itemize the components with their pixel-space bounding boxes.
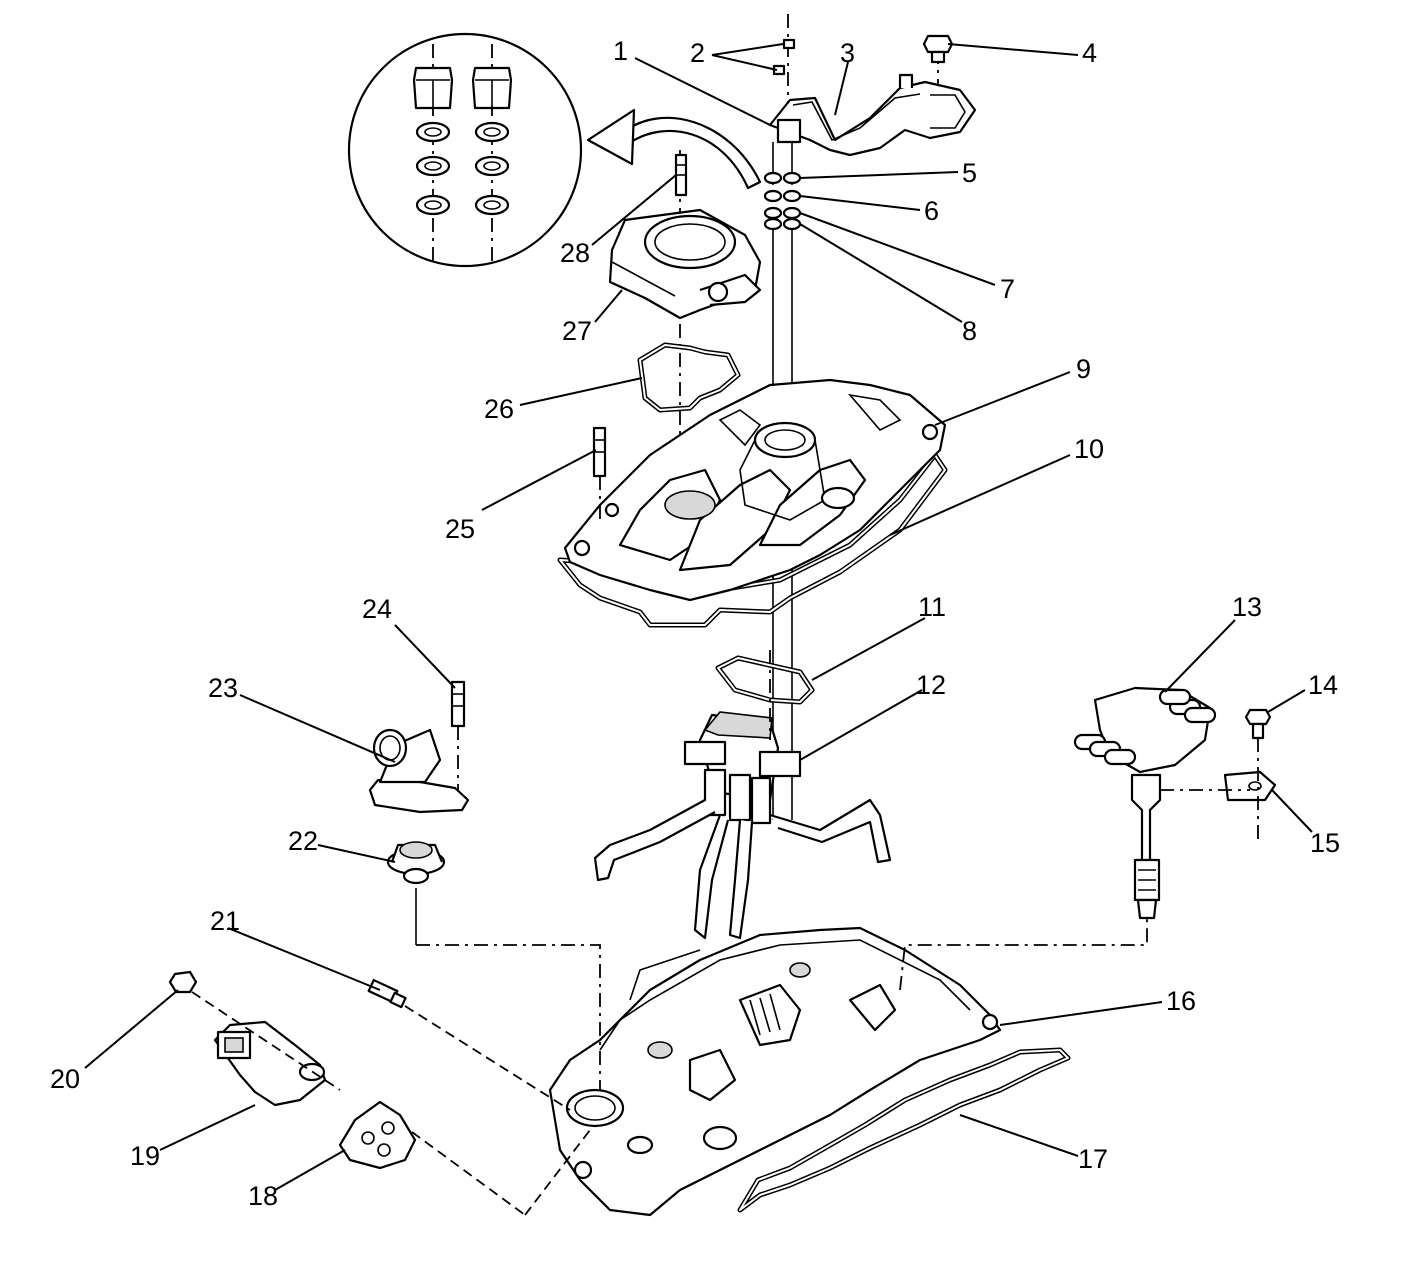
detail-view-circle [347,32,583,268]
callout-10: 10 [1074,434,1104,464]
throttle-body-stud [674,153,688,197]
injector-gasket [715,655,815,705]
callout-6: 6 [924,196,939,226]
throttle-body-gasket [637,342,741,413]
callout-19: 19 [130,1141,160,1171]
distributor [1073,686,1217,920]
distributor-bolt [1244,708,1272,740]
callout-11: 11 [918,592,946,622]
detail-arrow-icon [586,108,762,190]
callout-1: 1 [613,36,628,66]
callout-23: 23 [208,673,238,703]
callout-18: 18 [248,1181,278,1211]
callout-28: 28 [560,238,590,268]
fuel-line-o-rings [763,171,802,231]
callout-26: 26 [484,394,514,424]
callout-22: 22 [288,826,318,856]
callout-4: 4 [1082,38,1097,68]
thermostat [386,841,446,945]
callout-12: 12 [916,670,946,700]
bracket-bolt [922,34,954,64]
callout-5: 5 [962,158,977,188]
callout-9: 9 [1076,354,1091,384]
callout-16: 16 [1166,986,1196,1016]
distributor-clamp [1160,738,1277,845]
detail-nut-left [412,66,454,110]
lower-intake-manifold [548,926,1002,1217]
leader-lines [84,43,1313,1191]
callout-8: 8 [962,316,977,346]
lower-intake-gasket [737,1047,1071,1213]
detail-o-rings [415,121,510,216]
callout-7: 7 [1000,274,1015,304]
temperature-sensor [367,978,571,1111]
callout-14: 14 [1308,670,1338,700]
housing-bolt [450,680,466,790]
water-outlet-housing [368,728,470,814]
upper-intake-manifold [563,378,947,602]
callout-2: 2 [690,38,705,68]
egr-gasket [338,1100,526,1216]
detail-nut-right [471,66,513,110]
throttle-body [608,150,762,520]
fuel-meter-body [593,650,892,940]
egr-bolt [168,970,341,1091]
callout-24: 24 [362,594,392,624]
fuel-line-bracket-assembly [768,14,977,185]
callout-21: 21 [210,906,240,936]
callout-3: 3 [840,38,855,68]
callout-13: 13 [1232,592,1262,622]
callout-labels: 1 2 3 4 5 6 7 8 9 10 11 12 13 14 15 16 1… [50,36,1340,1211]
egr-valve [213,1020,327,1107]
callout-25: 25 [445,514,475,544]
callout-27: 27 [562,316,592,346]
callout-15: 15 [1310,828,1340,858]
callout-17: 17 [1078,1144,1108,1174]
callout-20: 20 [50,1064,80,1094]
